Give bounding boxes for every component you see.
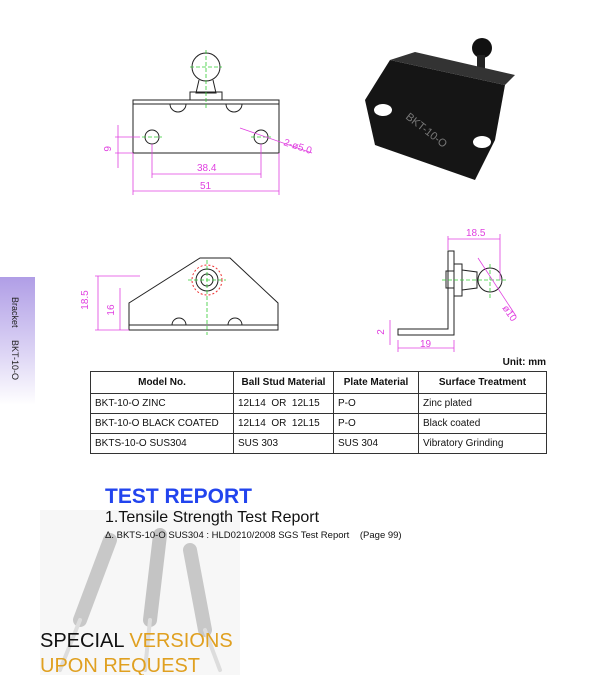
unit-label: Unit: mm [502,357,546,368]
dim-hole-spacing: 38.4 [197,163,217,174]
col-header: Model No. [90,371,234,394]
test-report-note: Δ. BKTS-10-O SUS304 : HLD0210/2008 SGS T… [105,530,402,541]
spec-table: Model No. Ball Stud Material Plate Mater… [90,371,547,454]
dim-ball: ø10 [500,303,519,324]
side-tab-model: BKT-10-O [10,340,20,381]
cell-plate: P-O [333,413,419,434]
profile-view-drawing: 18.5 ø10 2 19 [376,228,519,352]
col-header: Plate Material [333,371,419,394]
cell-model: BKT-10-O BLACK COATED [90,413,234,434]
gas-springs-background-image [40,510,240,675]
side-view-drawing: 18.5 16 [80,257,279,335]
dim-offset: 18.5 [466,228,486,239]
special-versions-line: SPECIAL VERSIONS [40,630,233,653]
dim-thickness: 2 [376,329,387,335]
dim-width: 51 [200,181,212,192]
side-category-tab: Bracket BKT-10-O [0,277,35,405]
special-text: SPECIAL [40,630,124,652]
test-report-heading: TEST REPORT [105,485,253,508]
table-row: BKTS-10-O SUS304 SUS 303 SUS 304 Vibrato… [90,433,547,454]
bracket-photo: BKT-10-O [365,38,515,180]
col-header: Surface Treatment [418,371,547,394]
dim-height-inner: 16 [106,304,117,316]
cell-model: BKTS-10-O SUS304 [90,433,234,454]
side-tab-category: Bracket [10,297,20,328]
cell-surface: Black coated [418,413,547,434]
front-view-drawing: 6 38.4 51 2-ø5.0 [101,50,313,195]
cell-plate: P-O [333,393,419,414]
cell-ball-stud: SUS 303 [233,433,334,454]
table-header-row: Model No. Ball Stud Material Plate Mater… [90,371,547,394]
dim-base: 19 [420,339,432,350]
cell-ball-stud: 12L14 OR 12L15 [233,413,334,434]
dim-height: 6 [101,146,112,152]
col-header: Ball Stud Material [233,371,334,394]
upon-request-text: UPON REQUEST [40,655,201,675]
versions-text: VERSIONS [129,630,233,652]
cell-surface: Vibratory Grinding [418,433,547,454]
dim-holes: 2-ø5.0 [282,137,313,157]
cell-model: BKT-10-O ZINC [90,393,234,414]
table-row: BKT-10-O BLACK COATED 12L14 OR 12L15 P-O… [90,413,547,434]
cell-surface: Zinc plated [418,393,547,414]
dim-height-outer: 18.5 [80,290,91,310]
cell-ball-stud: 12L14 OR 12L15 [233,393,334,414]
cell-plate: SUS 304 [333,433,419,454]
table-row: BKT-10-O ZINC 12L14 OR 12L15 P-O Zinc pl… [90,393,547,414]
test-report-subtitle: 1.Tensile Strength Test Report [105,509,320,526]
